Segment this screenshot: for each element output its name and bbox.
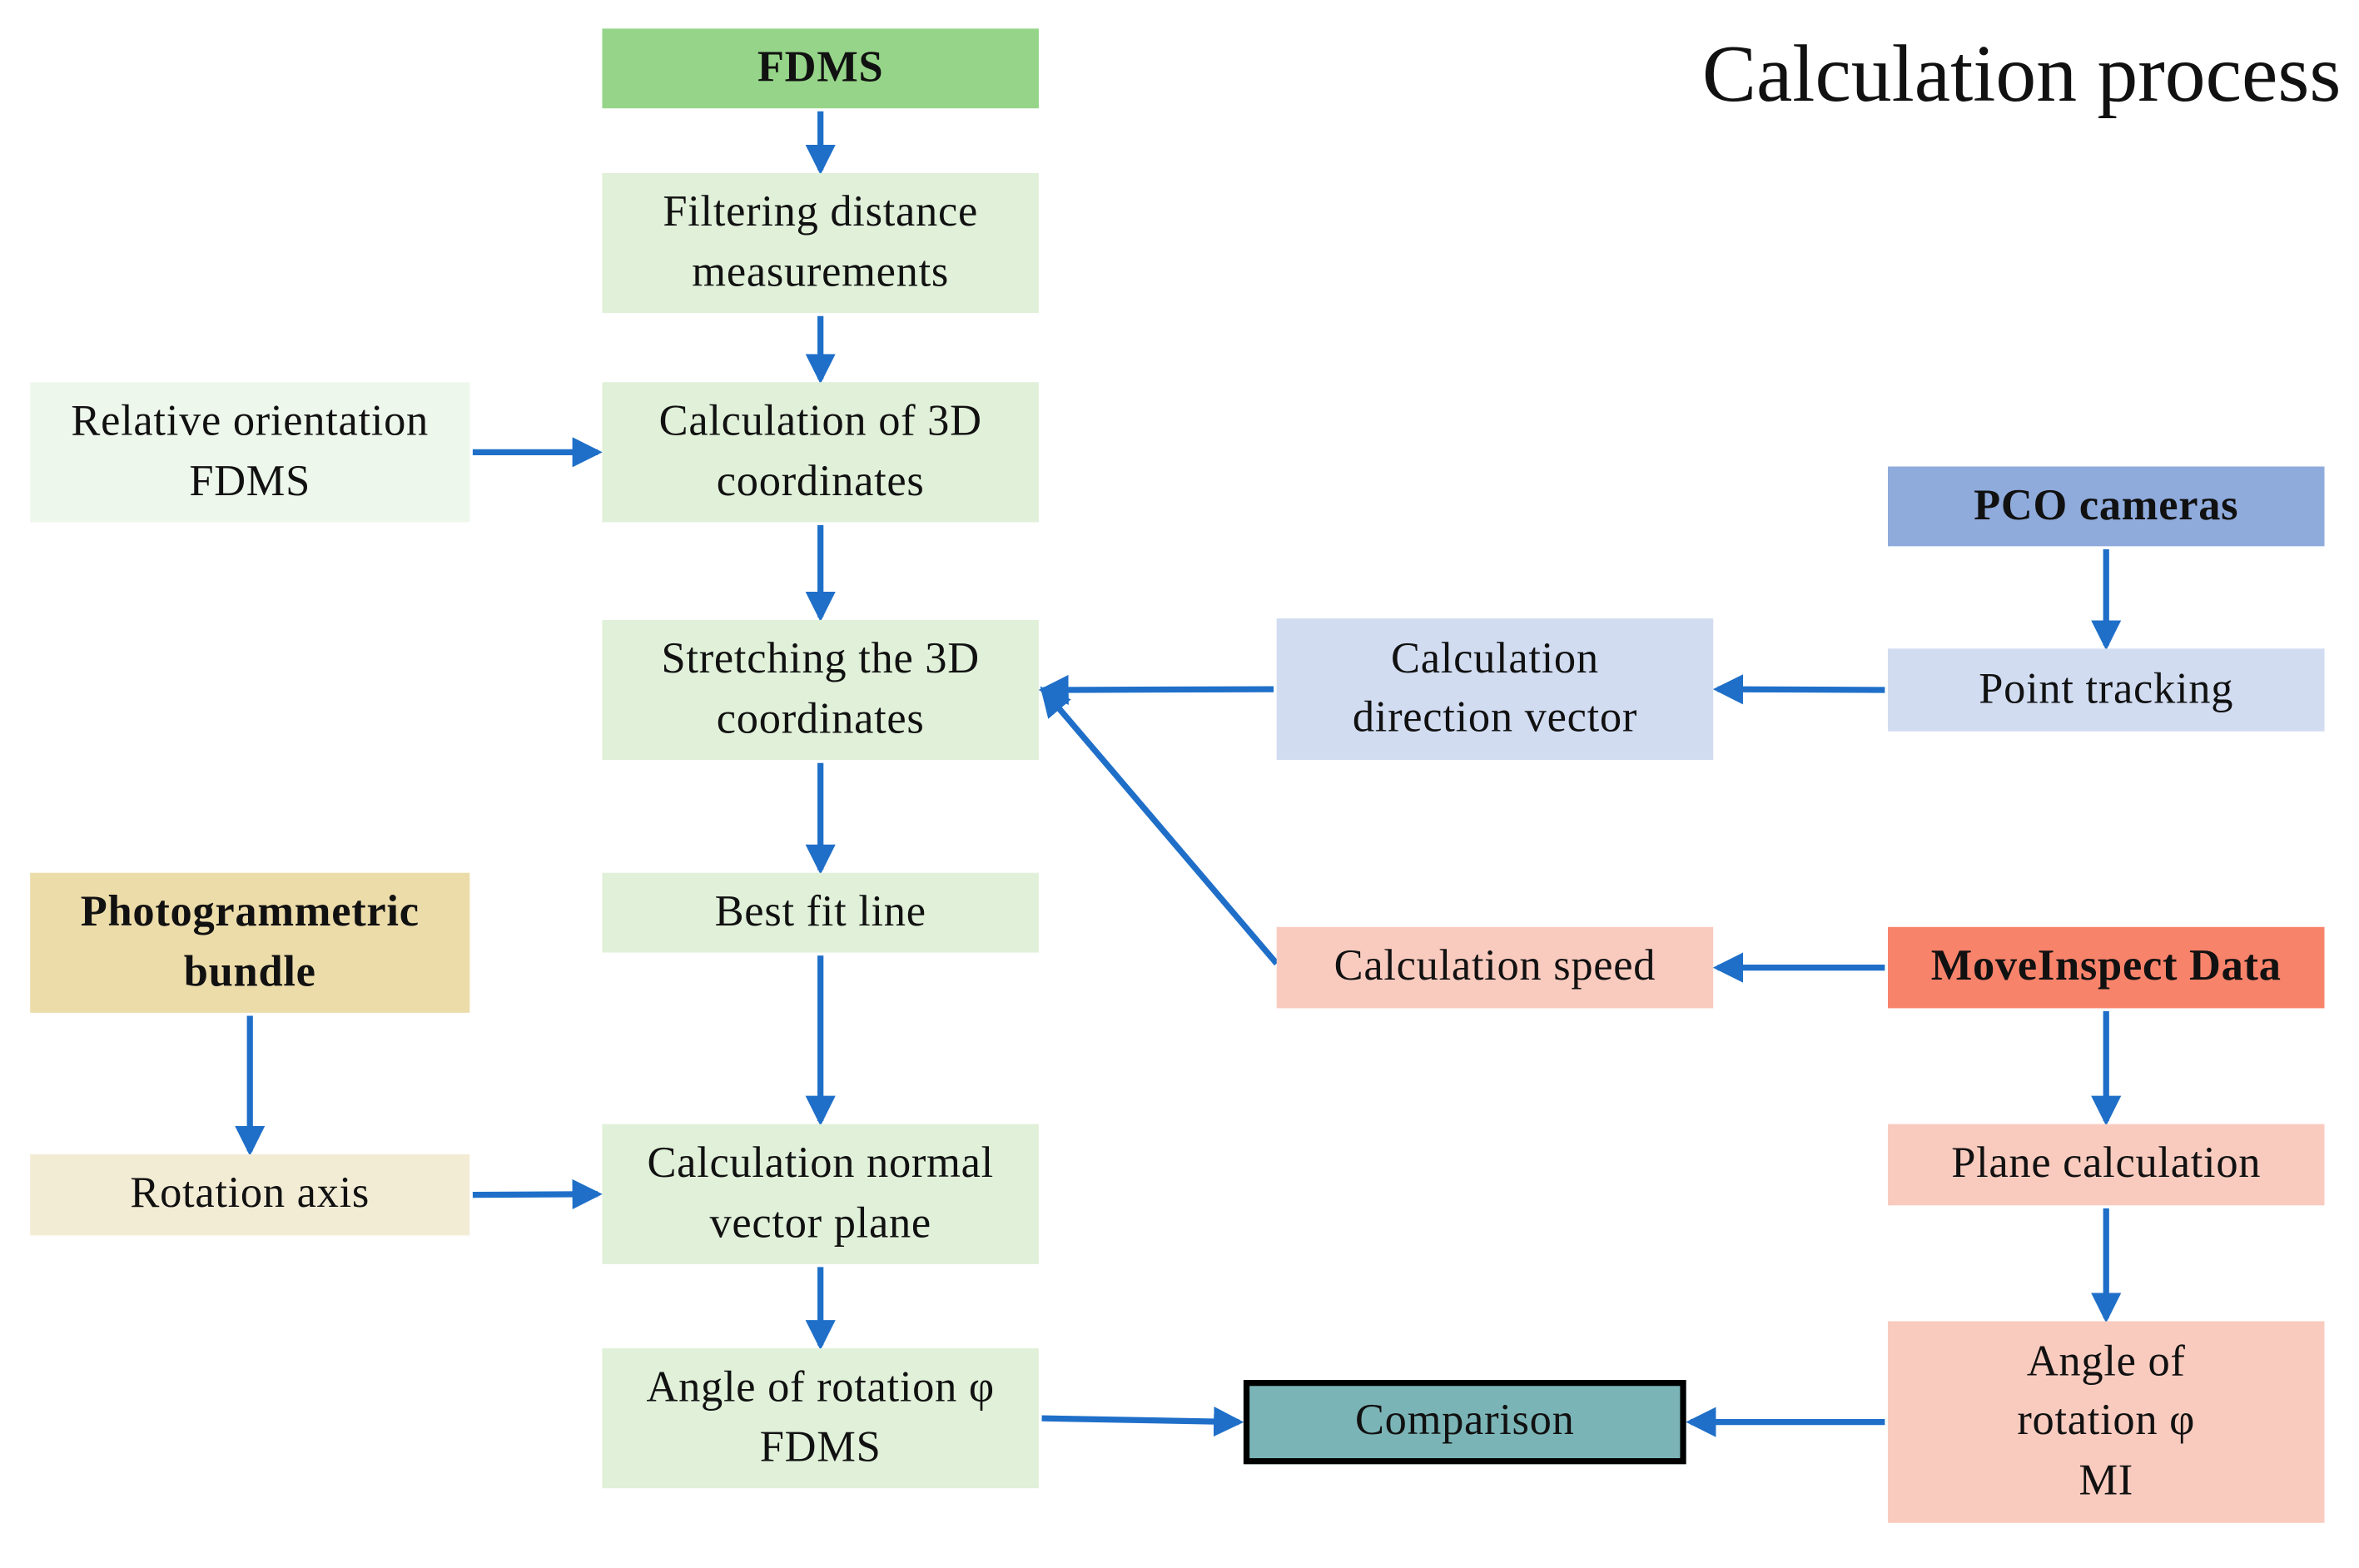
stretching-3d-coordinates-box: Stretching the 3D coordinates	[602, 619, 1039, 761]
arrow-angle_fdms-to-comparison	[1041, 1406, 1244, 1437]
photogrammetric-bundle-box: Photogrammetric bundle	[30, 872, 470, 1013]
direction-vector-label: Calculation direction vector	[1352, 634, 1638, 742]
arrow-direction-to-stretching	[1038, 674, 1274, 705]
angle-rotation-fdms-box: Angle of rotation φ FDMS	[602, 1348, 1039, 1489]
normal-vector-plane-label: Calculation normal vector plane	[647, 1139, 994, 1248]
plane-calculation-box: Plane calculation	[1887, 1124, 2325, 1206]
best-fit-line-box: Best fit line	[602, 872, 1039, 953]
calculation-3d-coordinates-box: Calculation of 3D coordinates	[602, 382, 1039, 523]
angle-rotation-fdms-label: Angle of rotation φ FDMS	[646, 1363, 995, 1471]
point-tracking-box: Point tracking	[1887, 648, 2325, 732]
plane-calculation-label: Plane calculation	[1951, 1139, 2262, 1188]
fdms-label: FDMS	[757, 43, 884, 92]
rotation-axis-box: Rotation axis	[30, 1154, 470, 1236]
photogrammetric-bundle-label: Photogrammetric bundle	[80, 887, 420, 996]
calculation-speed-box: Calculation speed	[1276, 926, 1714, 1009]
pco-cameras-label: PCO cameras	[1974, 481, 2239, 530]
moveinspect-data-box: MoveInspect Data	[1887, 926, 2325, 1009]
pco-cameras-box: PCO cameras	[1887, 466, 2325, 547]
diagram-title: Calculation process	[1701, 28, 2342, 119]
point-tracking-label: Point tracking	[1979, 664, 2234, 713]
angle-rotation-mi-box: Angle of rotation φ MI	[1887, 1321, 2325, 1523]
calculation-speed-label: Calculation speed	[1333, 942, 1656, 991]
filtering-distance-box: Filtering distance measurements	[602, 172, 1039, 314]
arrow-tracking-to-direction	[1712, 674, 1885, 705]
comparison-label: Comparison	[1354, 1397, 1575, 1446]
calculation-3d-coordinates-label: Calculation of 3D coordinates	[658, 397, 982, 505]
normal-vector-plane-box: Calculation normal vector plane	[602, 1124, 1039, 1264]
moveinspect-data-label: MoveInspect Data	[1930, 942, 2282, 991]
rotation-axis-label: Rotation axis	[130, 1169, 370, 1218]
arrow-rotation-to-normal	[472, 1178, 603, 1209]
relative-orientation-box: Relative orientation FDMS	[30, 382, 470, 523]
angle-rotation-mi-label: Angle of rotation φ MI	[2017, 1337, 2196, 1505]
fdms-box: FDMS	[602, 28, 1039, 109]
arrow-speed-to-stretching	[1040, 686, 1279, 966]
comparison-box: Comparison	[1243, 1380, 1686, 1465]
direction-vector-box: Calculation direction vector	[1276, 618, 1714, 761]
edge-layer	[235, 111, 2122, 1437]
filtering-distance-label: Filtering distance measurements	[663, 188, 978, 296]
relative-orientation-label: Relative orientation FDMS	[71, 397, 429, 505]
stretching-3d-coordinates-label: Stretching the 3D coordinates	[661, 635, 980, 743]
best-fit-line-label: Best fit line	[714, 887, 926, 936]
